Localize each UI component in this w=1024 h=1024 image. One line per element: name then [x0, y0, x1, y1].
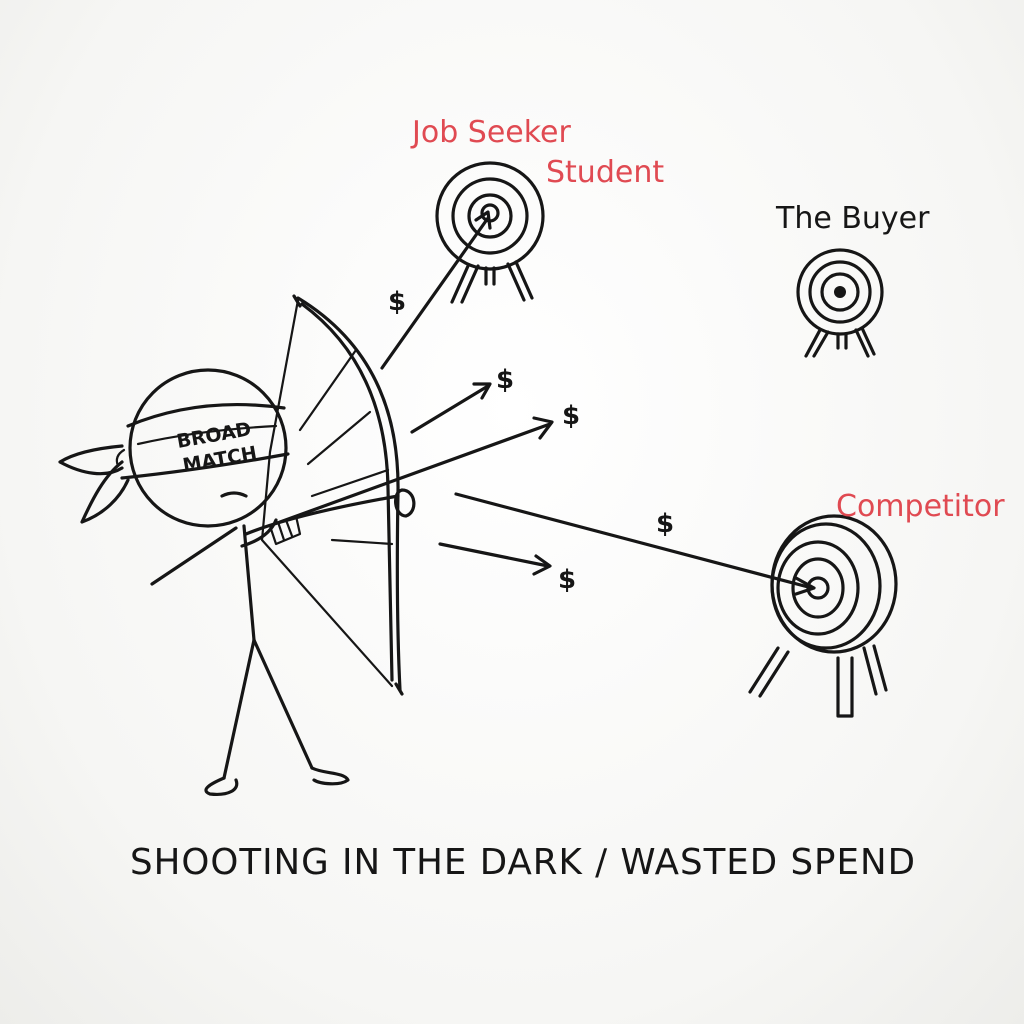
target-competitor — [748, 514, 898, 718]
label-job-seeker: Job Seeker — [410, 115, 571, 150]
target-the-buyer — [796, 248, 884, 358]
label-competitor: Competitor — [836, 489, 1005, 524]
stick-figure-archer — [58, 368, 400, 796]
arrow-upper-right — [410, 382, 492, 434]
label-student: Student — [546, 155, 664, 190]
dollar-sign: $ — [496, 365, 514, 395]
arrow-to-competitor-target — [454, 492, 816, 596]
dollar-sign: $ — [388, 287, 406, 317]
arrow-to-job-seeker-target — [380, 210, 492, 370]
arrow-lower-right — [438, 542, 552, 576]
label-the-buyer: The Buyer — [775, 201, 930, 236]
dollar-sign: $ — [562, 401, 580, 431]
arrow-main-shot — [268, 416, 554, 546]
target-job-seeker-student — [435, 161, 545, 304]
caption: SHOOTING IN THE DARK / WASTED SPEND — [130, 842, 916, 883]
motion-streaks — [298, 348, 394, 546]
dollar-sign: $ — [656, 509, 674, 539]
dollar-sign: $ — [558, 565, 576, 595]
bow — [260, 294, 416, 696]
